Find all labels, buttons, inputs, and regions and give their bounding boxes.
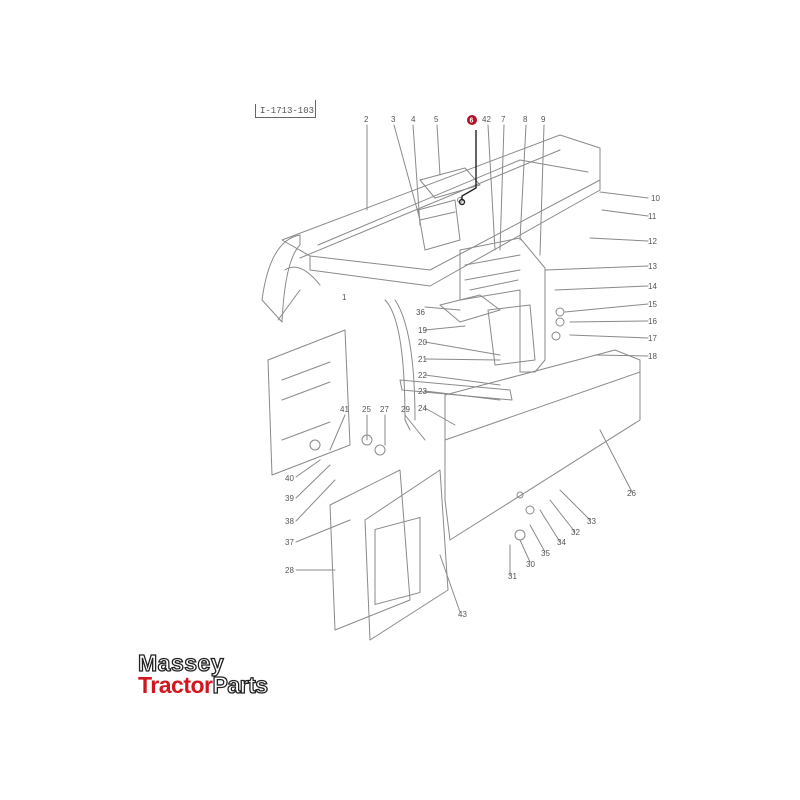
callout-43: 43 [458, 610, 467, 619]
callout-17: 17 [648, 334, 657, 343]
callout-22: 22 [418, 371, 427, 380]
door-front [364, 469, 449, 641]
callout-29: 29 [401, 405, 410, 414]
top-panel-edge [299, 149, 601, 287]
callout-13: 13 [648, 262, 657, 271]
callout-16: 16 [648, 317, 657, 326]
logo-line-massey: Massey [137, 649, 225, 676]
logo-parts-text: Parts [212, 671, 269, 698]
top-panel-outline [281, 134, 601, 271]
callout-8: 8 [523, 115, 528, 124]
top-panel-front [317, 159, 589, 246]
logo-line-tractorparts: TractorParts [138, 671, 269, 699]
callout-27: 27 [380, 405, 389, 414]
callout-21: 21 [418, 355, 427, 364]
arch-leg [384, 299, 416, 431]
callout-24: 24 [418, 404, 427, 413]
leader-lines [295, 124, 649, 613]
callout-32: 32 [571, 528, 580, 537]
callout-26: 26 [627, 489, 636, 498]
bracket-36 [439, 294, 501, 323]
callout-9: 9 [541, 115, 546, 124]
callout-39: 39 [285, 494, 294, 503]
callout-15: 15 [648, 300, 657, 309]
callout-labels: 2 3 4 5 42 7 8 9 10 11 12 13 14 15 16 17… [285, 115, 660, 619]
callout-10: 10 [651, 194, 660, 203]
rear-fender [261, 234, 301, 323]
callout-3: 3 [391, 115, 396, 124]
brand-logo: Massey TractorParts [137, 649, 308, 700]
strip-22 [399, 379, 513, 401]
callout-1: 1 [342, 293, 347, 302]
callout-40: 40 [285, 474, 294, 483]
door-grille [374, 516, 421, 606]
lever-plate [487, 304, 536, 366]
callout-11: 11 [648, 212, 657, 221]
left-panel [267, 329, 351, 476]
highlighted-callout-number: 6 [470, 118, 474, 125]
callout-7: 7 [501, 115, 506, 124]
callout-20: 20 [418, 338, 427, 347]
logo-tractor-text: Tractor [138, 672, 213, 698]
arch-support [277, 266, 321, 321]
side-panel [444, 349, 641, 541]
highlighted-callout: 6 [467, 115, 477, 125]
callout-35: 35 [541, 549, 550, 558]
callout-19: 19 [418, 326, 427, 335]
callout-34: 34 [557, 538, 566, 547]
left-panel-slot [281, 361, 331, 441]
callout-28: 28 [285, 566, 294, 575]
callout-31: 31 [508, 572, 517, 581]
callout-18: 18 [648, 352, 657, 361]
console-face [464, 254, 521, 291]
control-box [417, 199, 461, 251]
callout-23: 23 [418, 387, 427, 396]
side-panel-edge [444, 371, 641, 441]
console [459, 237, 546, 373]
callout-2: 2 [364, 115, 369, 124]
callout-42: 42 [482, 115, 491, 124]
callout-38: 38 [285, 517, 294, 526]
plate-5 [419, 167, 481, 199]
callout-25: 25 [362, 405, 371, 414]
callout-4: 4 [411, 115, 416, 124]
callout-36: 36 [416, 308, 425, 317]
callout-30: 30 [526, 560, 535, 569]
diagram-reference-code: I-1713-103 [255, 100, 316, 118]
door-rear [329, 469, 411, 631]
callout-37: 37 [285, 538, 294, 547]
callout-41: 41 [340, 405, 349, 414]
callout-33: 33 [587, 517, 596, 526]
callout-14: 14 [648, 282, 657, 291]
highlighted-part-6 [458, 130, 477, 206]
callout-12: 12 [648, 237, 657, 246]
callout-5: 5 [434, 115, 439, 124]
